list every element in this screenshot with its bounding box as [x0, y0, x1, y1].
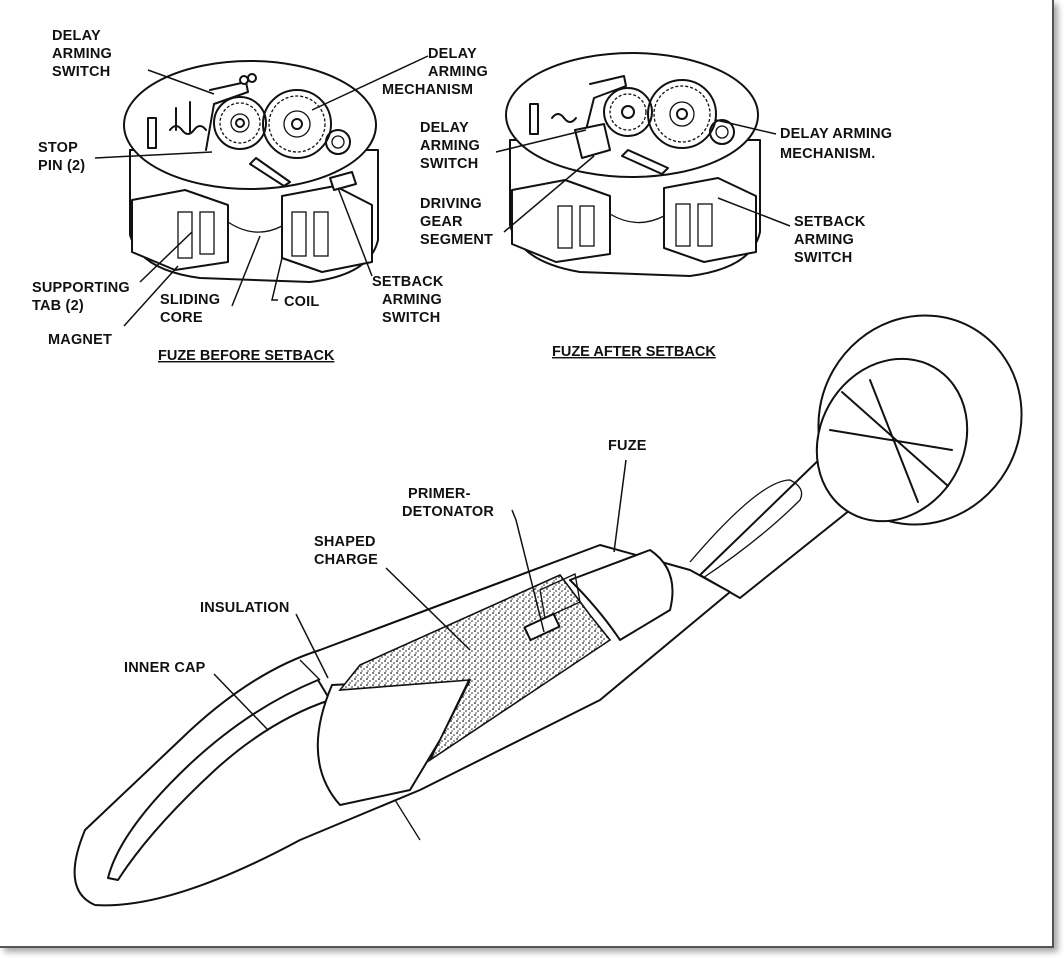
projectile-drawing — [73, 314, 1023, 907]
tail-fin-ring — [815, 314, 1023, 526]
gear-small-before — [213, 96, 267, 150]
gear-large-before — [262, 89, 332, 159]
label-insulation: INSULATION — [200, 600, 290, 616]
delay-arming-switch-before — [205, 81, 249, 151]
label-coil: COIL — [284, 294, 319, 310]
caption-before-setback: FUZE BEFORE SETBACK — [158, 348, 335, 364]
label-fuze: FUZE — [608, 438, 647, 454]
label-inner-cap: INNER CAP — [124, 660, 206, 676]
fuze-cylinder — [569, 549, 674, 641]
driving-gear-segment — [574, 123, 611, 159]
cone-cavity — [316, 677, 471, 806]
pinion-before — [325, 129, 351, 155]
caption-after-setback: FUZE AFTER SETBACK — [552, 344, 716, 360]
gear-large-after — [647, 79, 717, 149]
label-primer-detonator: PRIMER-DETONATOR — [402, 486, 494, 520]
coil-block — [281, 185, 373, 273]
leaders-projectile — [213, 459, 627, 731]
fuze-after-setback-drawing — [505, 52, 761, 277]
spring-after — [551, 113, 577, 123]
leaders-after — [495, 119, 791, 233]
leaders-before — [94, 55, 429, 327]
fuze-before-setback-drawing — [123, 60, 379, 283]
label-magnet: MAGNET — [48, 332, 112, 348]
gear-small-after — [603, 87, 653, 137]
supporting-tab-block — [131, 189, 229, 271]
